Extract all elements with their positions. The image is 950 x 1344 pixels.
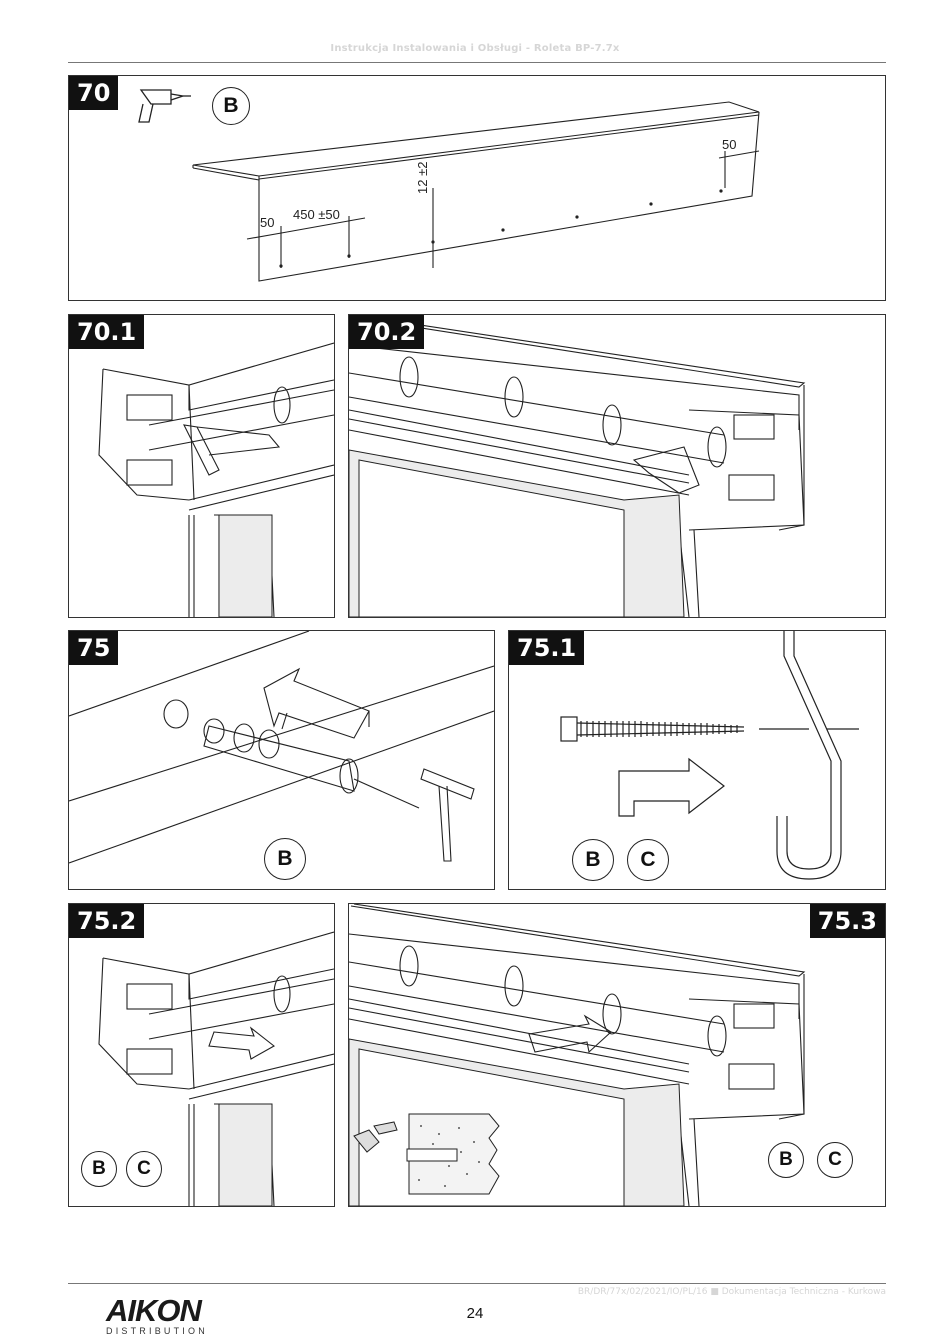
- hook-icon: [776, 631, 842, 880]
- footer-rule: [68, 1283, 886, 1284]
- header-rule: [68, 62, 886, 63]
- panel-70-drawing: [138, 89, 760, 282]
- drill-icon: [138, 89, 191, 123]
- footer-document-code: BR/DR/77x/02/2021/IO/PL/16 ■ Dokumentacj…: [577, 1287, 886, 1297]
- panel-70-1-drawing: [98, 342, 334, 617]
- circle-b: B: [264, 838, 306, 880]
- screw-icon: [560, 716, 745, 742]
- wall-plug-icon: [353, 1113, 500, 1195]
- page-number: 24: [466, 1305, 484, 1322]
- panel-75: 75 B: [68, 630, 495, 890]
- panel-75-3: 75.3 B C: [348, 903, 886, 1207]
- panel-75-3-label: 75.3: [809, 904, 885, 938]
- wall-plug-icon: [203, 718, 420, 809]
- panel-75-drawing: [69, 631, 494, 864]
- aikon-logo: AIKON DISTRIBUTION: [106, 1293, 208, 1336]
- arrow-icon: [528, 1014, 612, 1054]
- circle-b: B: [572, 839, 614, 881]
- dim-spacing: 450 ±50: [293, 207, 340, 222]
- arrow-icon: [208, 1026, 275, 1060]
- circle-b: B: [212, 87, 250, 125]
- circle-c: C: [627, 839, 669, 881]
- hammer-icon: [420, 768, 475, 862]
- panel-75-2-label: 75.2: [69, 904, 145, 938]
- panel-75-1-label: 75.1: [509, 631, 585, 665]
- panel-70-1-label: 70.1: [69, 315, 145, 349]
- panel-75-1-drawing: [560, 631, 859, 880]
- panel-70-label: 70: [69, 76, 119, 110]
- panel-70-2-drawing: [349, 315, 806, 617]
- dim-height: 12 ±2: [415, 161, 430, 194]
- arrow-icon: [263, 667, 370, 739]
- panel-70-2-label: 70.2: [349, 315, 425, 349]
- logo-tagline: DISTRIBUTION: [106, 1326, 208, 1336]
- logo-name: AIKON: [106, 1293, 202, 1328]
- panel-75-3-drawing: [349, 904, 806, 1206]
- circle-c: C: [817, 1142, 853, 1178]
- arrow-icon: [618, 757, 725, 817]
- document-header: Instrukcja Instalowania i Obsługi - Role…: [330, 43, 620, 54]
- dim-left: 50: [260, 215, 275, 230]
- circle-b: B: [81, 1151, 117, 1187]
- panel-75-label: 75: [69, 631, 119, 665]
- panel-70: 70 B 50 450 ±50 12 ±2 50: [68, 75, 886, 301]
- circle-c: C: [126, 1151, 162, 1187]
- panel-70-1: 70.1: [68, 314, 335, 618]
- panel-75-2: 75.2 B C: [68, 903, 335, 1207]
- panel-75-1: 75.1 B C: [508, 630, 886, 890]
- panel-75-2-drawing: [98, 931, 334, 1206]
- panel-70-2: 70.2: [348, 314, 886, 618]
- dim-right: 50: [722, 137, 737, 152]
- circle-b: B: [768, 1142, 804, 1178]
